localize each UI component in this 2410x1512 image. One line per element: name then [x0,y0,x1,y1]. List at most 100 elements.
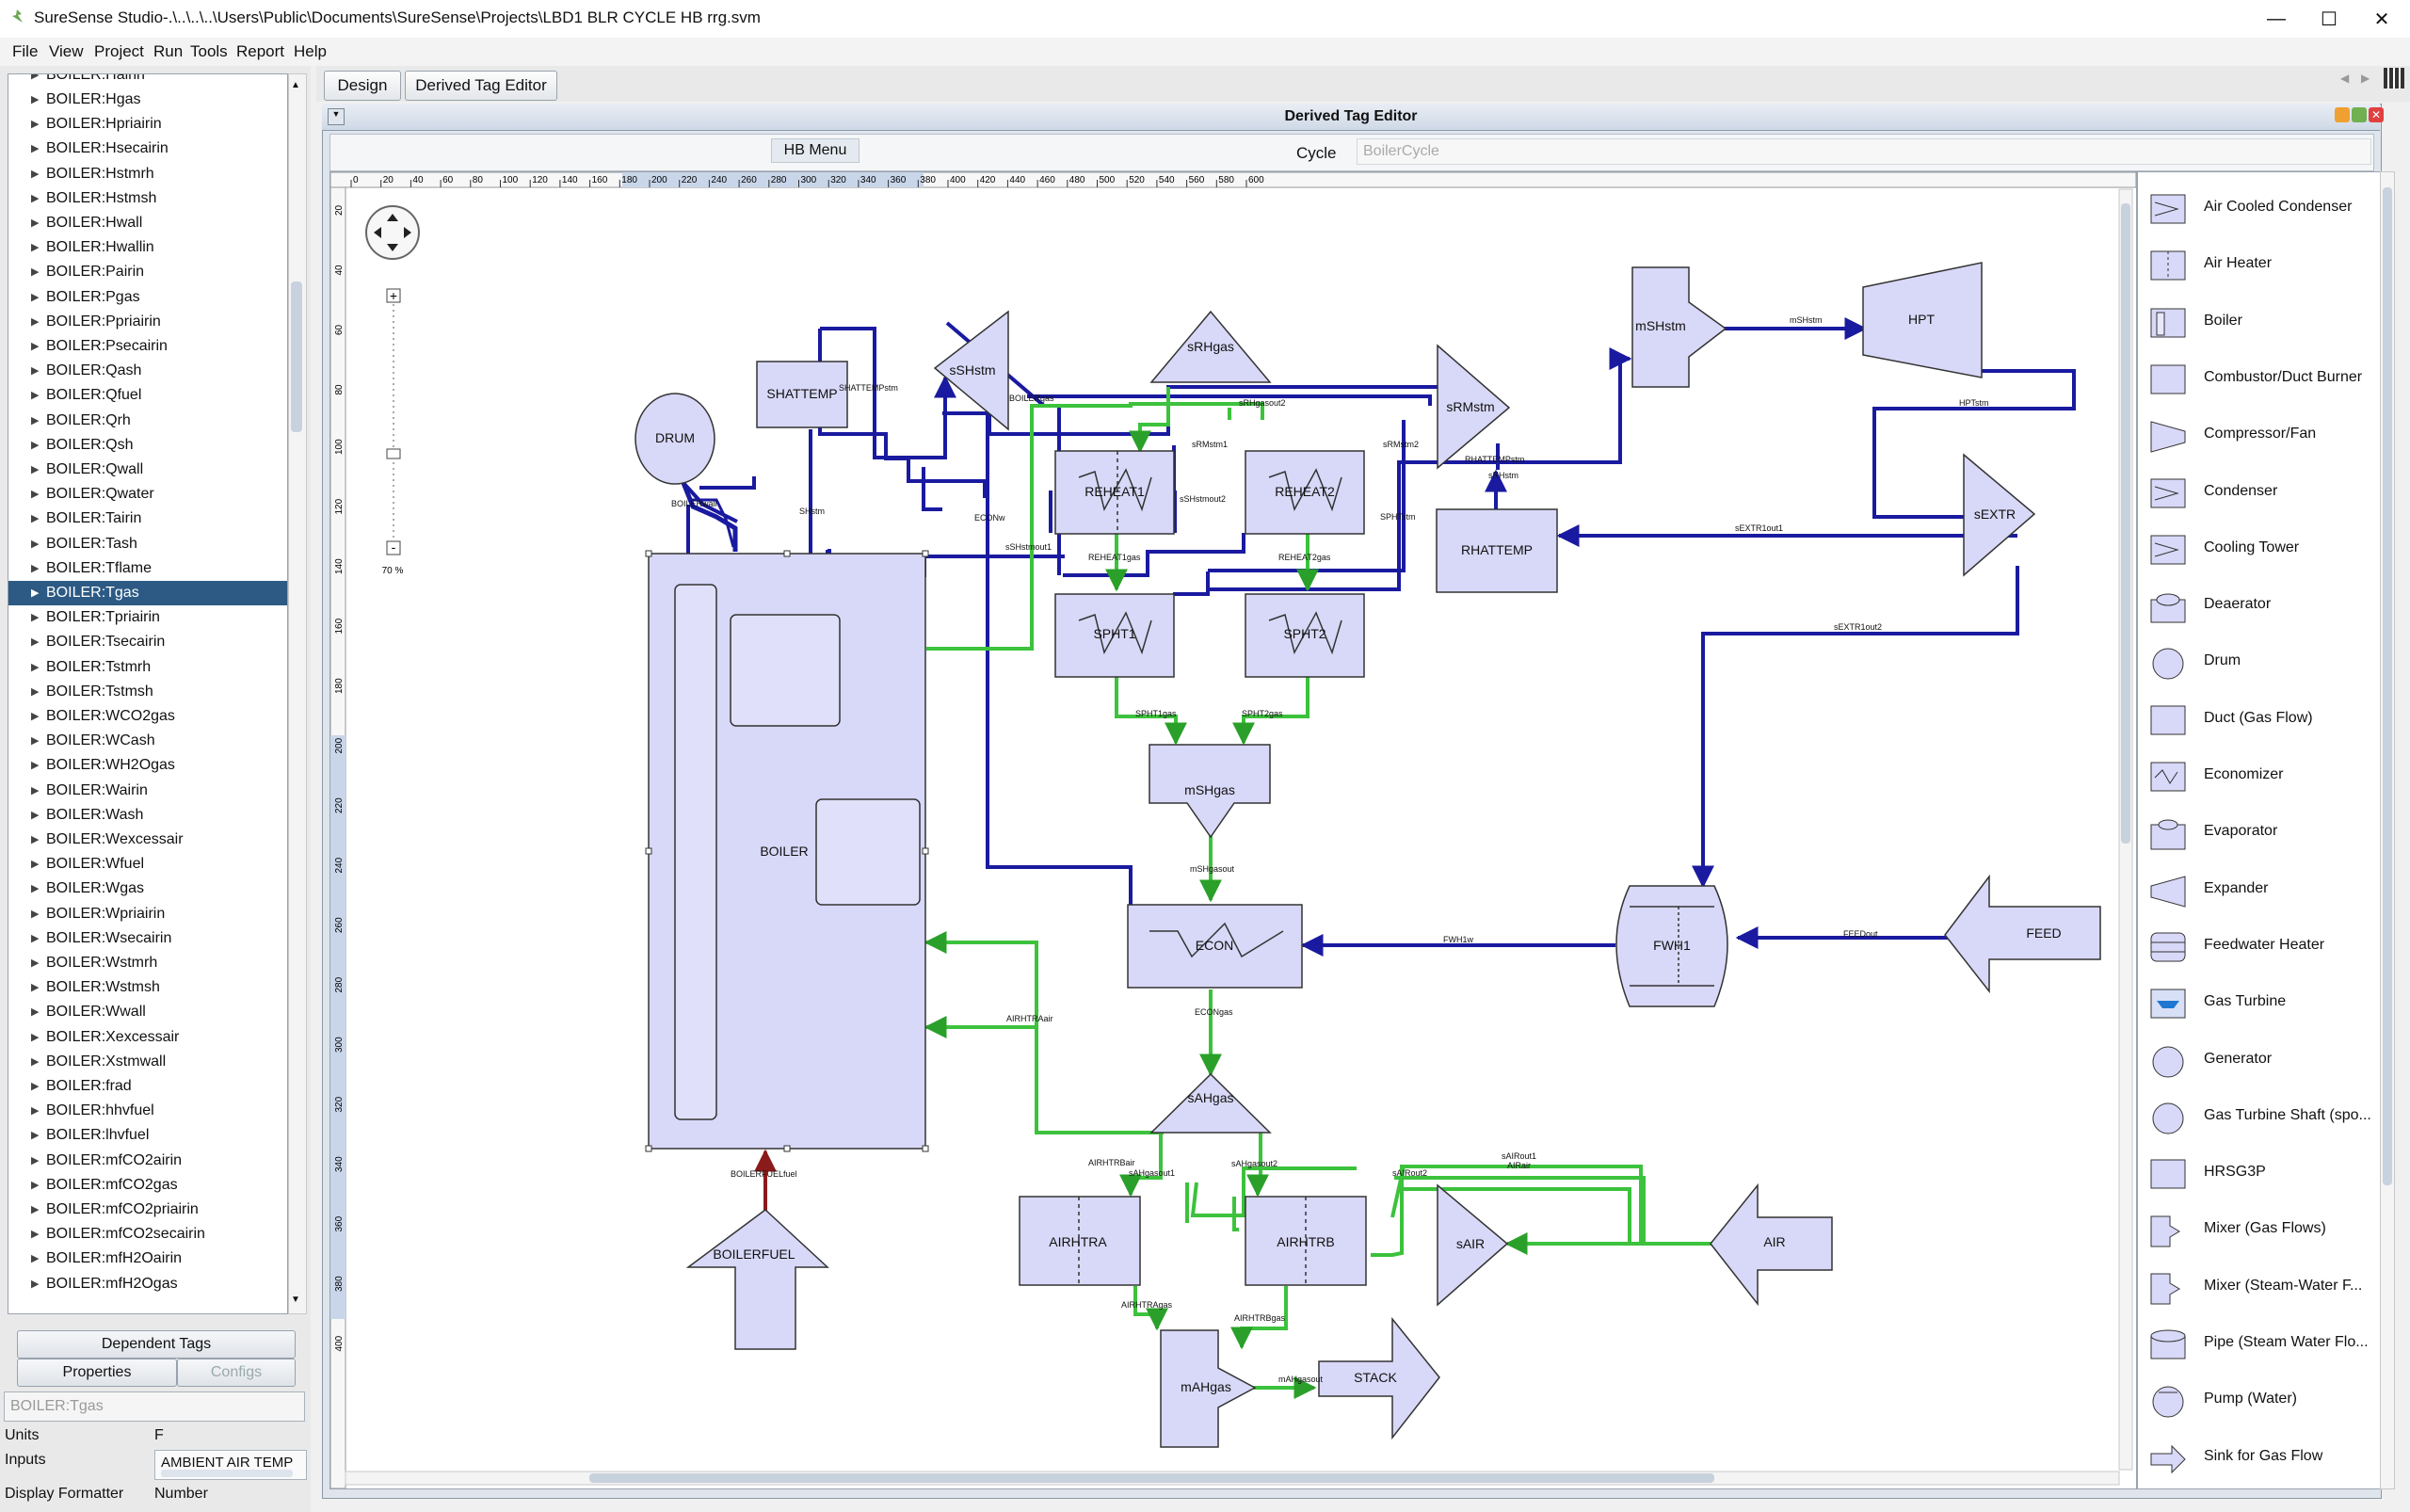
scroll-down-icon[interactable]: ▼ [291,1295,300,1305]
palette-scrollbar[interactable] [2380,171,2395,1489]
tab-design[interactable]: Design [324,71,401,101]
tree-item[interactable]: ▶BOILER:Tash [8,532,287,556]
tree-item[interactable]: ▶BOILER:hhvfuel [8,1099,287,1123]
grid-view-icon[interactable] [2384,68,2404,88]
expand-arrow-icon[interactable]: ▶ [31,711,40,722]
palette-item[interactable]: Expander [2138,861,2381,918]
expand-arrow-icon[interactable]: ▶ [31,291,40,303]
menu-run[interactable]: Run [153,42,184,60]
tree-item[interactable]: ▶BOILER:Tsecairin [8,630,287,654]
tree-item[interactable]: ▶BOILER:Hwallin [8,235,287,260]
srmstm-block[interactable] [1437,344,1511,470]
expand-arrow-icon[interactable]: ▶ [31,439,40,451]
tree-item[interactable]: ▶BOILER:lhvfuel [8,1123,287,1148]
tree-item[interactable]: ▶BOILER:Qash [8,359,287,383]
canvas-hscroll-thumb[interactable] [589,1473,1714,1483]
tree-item[interactable]: ▶BOILER:WCO2gas [8,704,287,729]
expand-arrow-icon[interactable]: ▶ [31,1253,40,1265]
menu-project[interactable]: Project [94,42,144,60]
expand-arrow-icon[interactable]: ▶ [31,859,40,871]
tree-item[interactable]: ▶BOILER:mfH2Oairin [8,1247,287,1271]
expand-arrow-icon[interactable]: ▶ [31,143,40,155]
tree-item[interactable]: ▶BOILER:Psecairin [8,334,287,359]
tree-item[interactable]: ▶BOILER:Wfuel [8,852,287,877]
tree-item[interactable]: ▶BOILER:Hwall [8,211,287,235]
expand-arrow-icon[interactable]: ▶ [31,168,40,180]
expand-arrow-icon[interactable]: ▶ [31,489,40,501]
tree-item[interactable]: ▶BOILER:Wstmrh [8,951,287,975]
expand-arrow-icon[interactable]: ▶ [31,1130,40,1142]
tree-item[interactable]: ▶BOILER:mfCO2priairin [8,1198,287,1222]
shattemp-block[interactable] [756,361,848,428]
tree-item[interactable]: ▶BOILER:Tgas [8,581,287,605]
tree-item[interactable]: ▶BOILER:Qrh [8,409,287,433]
properties-tab[interactable]: Properties [17,1359,177,1387]
expand-arrow-icon[interactable]: ▶ [31,192,40,204]
air-block[interactable] [1710,1182,1833,1307]
menu-report[interactable]: Report [236,42,285,60]
palette-item[interactable]: Pipe (Steam Water Flo... [2138,1315,2381,1372]
tree-item[interactable]: ▶BOILER:mfCO2airin [8,1149,287,1173]
expand-arrow-icon[interactable]: ▶ [31,1229,40,1241]
menu-view[interactable]: View [49,42,84,60]
expand-arrow-icon[interactable]: ▶ [31,685,40,698]
palette-item[interactable]: Cooling Tower [2138,521,2381,577]
tree-scroll-thumb[interactable] [291,281,302,432]
menu-file[interactable]: File [12,42,39,60]
tree-item[interactable]: ▶BOILER:Tflame [8,556,287,581]
expand-arrow-icon[interactable]: ▶ [31,365,40,378]
srhgas-block[interactable] [1149,310,1272,383]
palette-scroll-thumb[interactable] [2383,187,2392,1185]
tree-item[interactable]: ▶BOILER:Hstmsh [8,186,287,211]
expand-arrow-icon[interactable]: ▶ [31,1278,40,1290]
palette-item[interactable]: Boiler [2138,294,2381,350]
expand-arrow-icon[interactable]: ▶ [31,562,40,574]
tree-item[interactable]: ▶BOILER:Pgas [8,285,287,310]
expand-arrow-icon[interactable]: ▶ [31,908,40,920]
tree-item[interactable]: ▶BOILER:mfCO2gas [8,1173,287,1198]
reheat1-block[interactable] [1054,450,1175,535]
expand-arrow-icon[interactable]: ▶ [31,809,40,821]
tree-item[interactable]: ▶BOILER:Tpriairin [8,605,287,630]
palette-item[interactable]: HRSG3P [2138,1145,2381,1201]
tag-name-field[interactable]: BOILER:Tgas [4,1391,305,1422]
expand-arrow-icon[interactable]: ▶ [31,661,40,673]
tree-item[interactable]: ▶BOILER:Tstmrh [8,655,287,680]
editor-maximize-icon[interactable] [2352,107,2367,122]
tree-item[interactable]: ▶BOILER:Wstmsh [8,975,287,1000]
mshstm-block[interactable] [1631,266,1727,388]
selection-handles[interactable] [645,550,929,1152]
sair-block[interactable] [1437,1183,1509,1307]
tree-item[interactable]: ▶BOILER:Qwall [8,458,287,482]
palette-item[interactable]: Generator [2138,1032,2381,1088]
tree-item[interactable]: ▶BOILER:Qfuel [8,383,287,408]
mahgas-block[interactable] [1160,1329,1257,1448]
expand-arrow-icon[interactable]: ▶ [31,414,40,426]
expand-arrow-icon[interactable]: ▶ [31,217,40,229]
close-icon[interactable]: ✕ [2373,8,2390,30]
tree-item[interactable]: ▶BOILER:Wsecairin [8,926,287,951]
expand-arrow-icon[interactable]: ▶ [31,1179,40,1191]
menu-help[interactable]: Help [294,42,327,60]
tree-item[interactable]: ▶BOILER:Wgas [8,877,287,901]
expand-arrow-icon[interactable]: ▶ [31,883,40,895]
econ-block[interactable] [1127,904,1303,989]
tree-item[interactable]: ▶BOILER:Hairin [8,74,287,88]
tree-item[interactable]: ▶BOILER:Wwall [8,1000,287,1024]
expand-arrow-icon[interactable]: ▶ [31,612,40,624]
tree-item[interactable]: ▶BOILER:Tstmsh [8,680,287,704]
expand-arrow-icon[interactable]: ▶ [31,1105,40,1118]
tab-scroll-left-icon[interactable]: ◀ [2340,72,2350,85]
editor-close-icon[interactable]: ✕ [2369,107,2384,122]
palette-item[interactable]: Condenser [2138,464,2381,521]
tree-item[interactable]: ▶BOILER:Pairin [8,260,287,284]
minimize-icon[interactable]: — [2267,8,2286,29]
palette-item[interactable]: Compressor/Fan [2138,407,2381,463]
drum-block[interactable] [635,393,715,485]
palette-item[interactable]: Gas Turbine [2138,974,2381,1031]
tree-item[interactable]: ▶BOILER:Wash [8,803,287,828]
configs-tab[interactable]: Configs [177,1359,296,1387]
tree-item[interactable]: ▶BOILER:WH2Ogas [8,753,287,778]
expand-arrow-icon[interactable]: ▶ [31,242,40,254]
palette-item[interactable]: Mixer (Gas Flows) [2138,1201,2381,1258]
